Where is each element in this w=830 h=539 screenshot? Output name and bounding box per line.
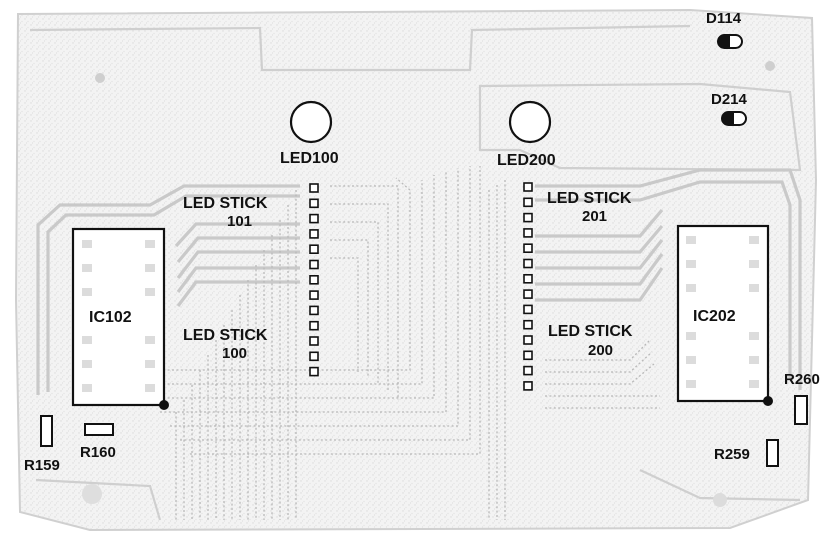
led-stick-201-label: LED STICK [547, 190, 632, 207]
led100-label: LED100 [280, 150, 339, 167]
ic102-chip [71, 227, 169, 410]
led-stick-pad [309, 244, 319, 254]
r160-label: R160 [80, 444, 116, 461]
led-stick-pad [523, 350, 533, 361]
led-stick-pad [523, 228, 533, 238]
mounting-hole [765, 61, 775, 71]
mounting-hole [95, 73, 105, 83]
mounting-hole [713, 493, 727, 507]
circuit-board [14, 8, 818, 532]
led-stick-pad [309, 366, 319, 377]
led-stick-pad [309, 290, 319, 300]
ic102-label: IC102 [89, 309, 132, 326]
led-stick-pad [523, 319, 533, 330]
led100 [289, 100, 333, 144]
led-stick-pads-left [309, 183, 319, 377]
led-stick-pad [309, 320, 319, 331]
led-stick-pad [309, 274, 319, 285]
pin1-marker [159, 400, 169, 410]
led-stick-pad [523, 212, 533, 223]
trace-bundle-left [36, 166, 481, 520]
r159-resistor [40, 415, 53, 447]
led200 [508, 100, 552, 144]
led-stick-200-label: LED STICK [548, 323, 633, 340]
r159-label: R159 [24, 457, 60, 474]
r260-resistor [794, 395, 808, 425]
d214-label: D214 [711, 91, 748, 108]
board-outline [14, 8, 818, 532]
led-stick-101-label: LED STICK [183, 195, 268, 212]
d114-label: D114 [706, 10, 742, 27]
led-stick-pad [523, 365, 533, 376]
led-stick-pad [309, 198, 319, 209]
led-stick-pad [523, 381, 533, 391]
led-stick-pad [309, 305, 319, 316]
d214-diode [721, 111, 747, 126]
led-stick-100-label: LED STICK [183, 327, 268, 344]
r260-label: R260 [784, 371, 820, 388]
r160-resistor [84, 423, 114, 436]
mounting-hole [82, 484, 102, 504]
ic202-chip [676, 224, 773, 406]
ic202-label: IC202 [693, 308, 736, 325]
led-stick-pad [523, 243, 533, 253]
led-stick-pad [523, 258, 533, 269]
led-stick-pad [523, 289, 533, 299]
led-stick-pad [309, 213, 319, 224]
led-stick-pad [523, 304, 533, 315]
pin1-marker [763, 396, 773, 406]
led-stick-200-number: 200 [588, 342, 613, 359]
r259-resistor [766, 439, 779, 467]
r259-label: R259 [714, 446, 750, 463]
led-stick-pad [309, 336, 319, 346]
led-stick-101-number: 101 [227, 213, 252, 230]
led200-label: LED200 [497, 152, 556, 169]
led-stick-pad [523, 273, 533, 284]
trace-bundle-right [488, 168, 802, 520]
led-stick-pad [523, 197, 533, 208]
led-stick-pad [309, 259, 319, 270]
led-stick-100-number: 100 [222, 345, 247, 362]
led-stick-pad [309, 351, 319, 362]
d114-diode [717, 34, 743, 49]
led-stick-pads-right [523, 182, 533, 391]
led-stick-pad [523, 335, 533, 345]
led-stick-pad [309, 229, 319, 239]
led-stick-pad [523, 182, 533, 192]
led-stick-201-number: 201 [582, 208, 607, 225]
led-stick-pad [309, 183, 319, 193]
